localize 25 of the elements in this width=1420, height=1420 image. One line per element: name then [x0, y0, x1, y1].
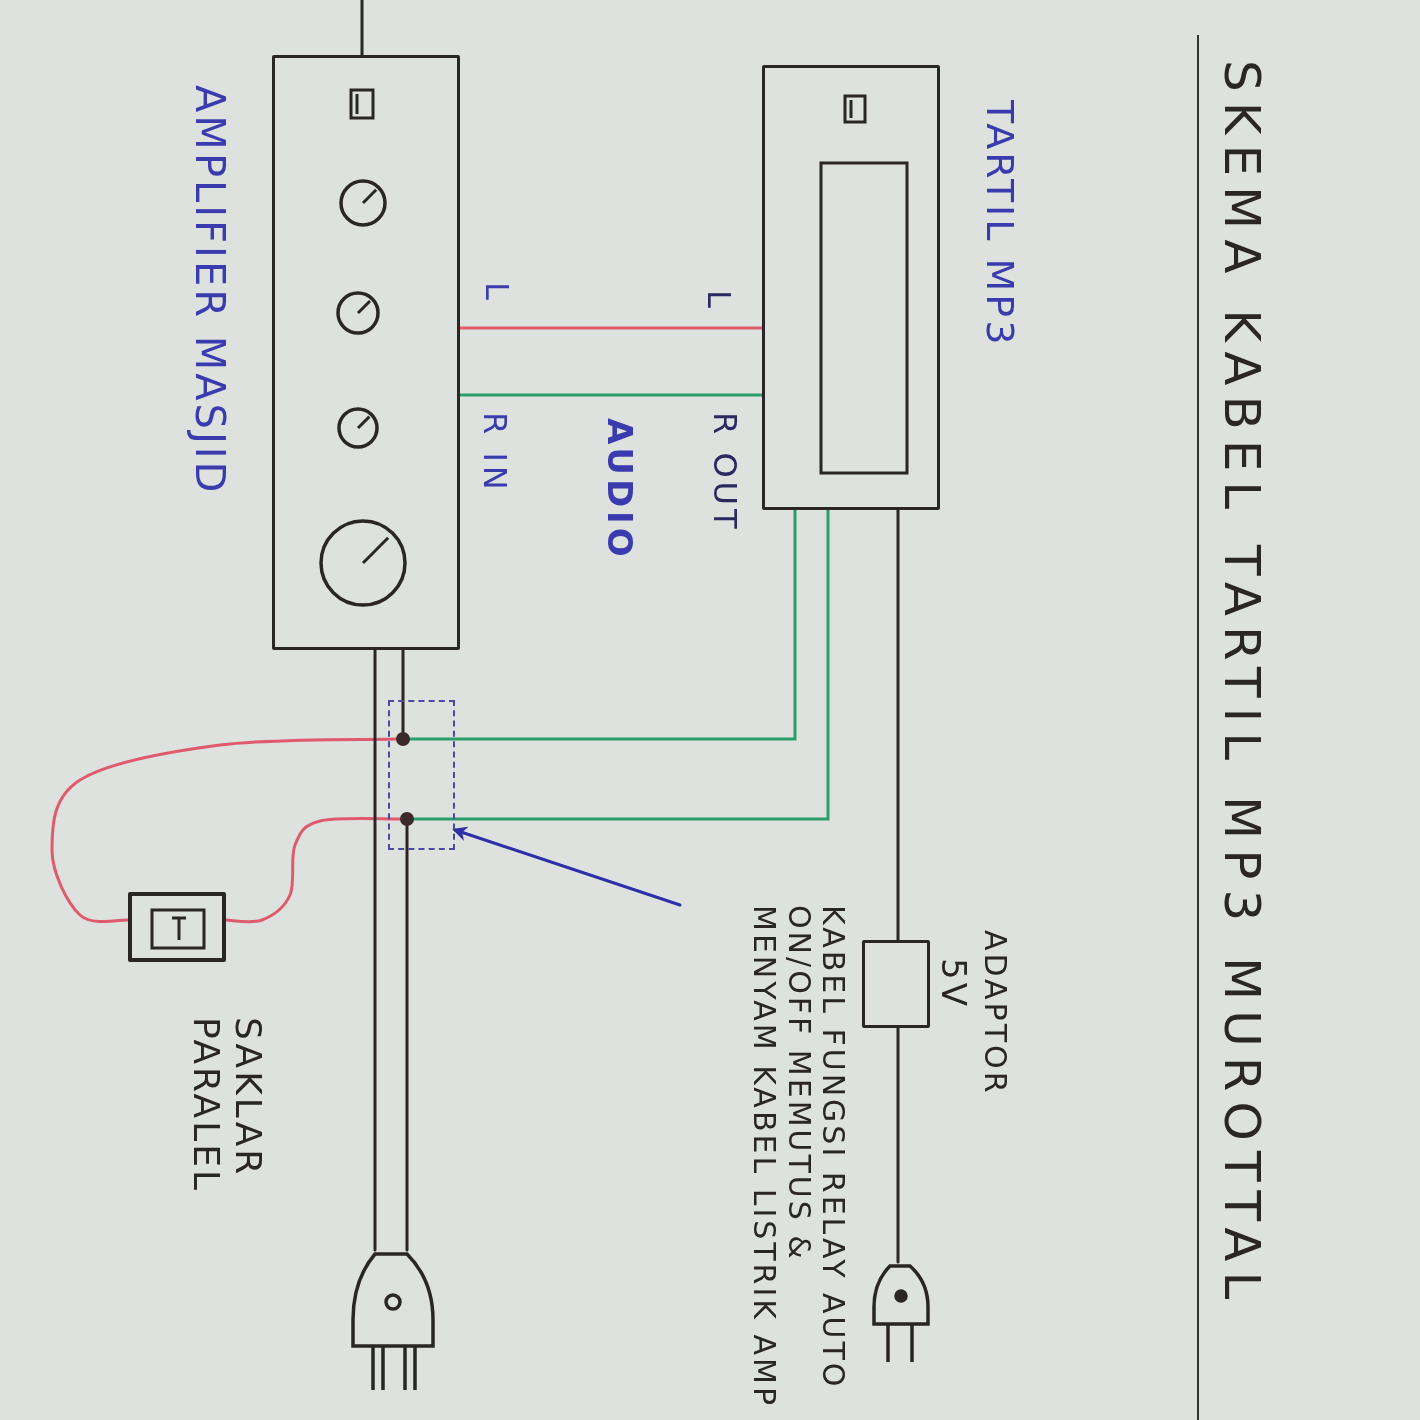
wire — [896, 508, 900, 942]
port-label: L — [478, 282, 515, 304]
leader-arrow — [452, 826, 682, 907]
wire — [408, 508, 797, 741]
wire — [360, 0, 364, 57]
device-label: ADAPTOR — [977, 930, 1012, 1098]
device-label: SAKLAR PARALEL — [186, 1017, 269, 1196]
title: SKEMA KABEL TARTIL MP3 MUROTTAL — [1212, 60, 1270, 1310]
wire — [401, 648, 405, 734]
wire — [896, 1026, 900, 1264]
device-label: AMPLIFIER MASJID — [187, 85, 233, 498]
port-label: R IN — [476, 412, 513, 494]
wire — [458, 393, 764, 397]
wire — [373, 648, 377, 1252]
wire — [458, 326, 764, 330]
device-label: TARTIL MP3 — [977, 100, 1021, 350]
device-label: 5V — [934, 958, 974, 1011]
wire — [50, 737, 398, 924]
wire — [412, 508, 830, 821]
port-label: L — [700, 290, 737, 312]
port-label: AUDIO — [600, 418, 640, 561]
port-label: R OUT — [706, 412, 743, 533]
wire — [224, 817, 402, 924]
wire — [405, 824, 409, 1252]
note-text: KABEL FUNGSI RELAY AUTO ON/OFF MEMUTUS & MENYAM KABEL LISTRIK AMP — [746, 905, 850, 1410]
